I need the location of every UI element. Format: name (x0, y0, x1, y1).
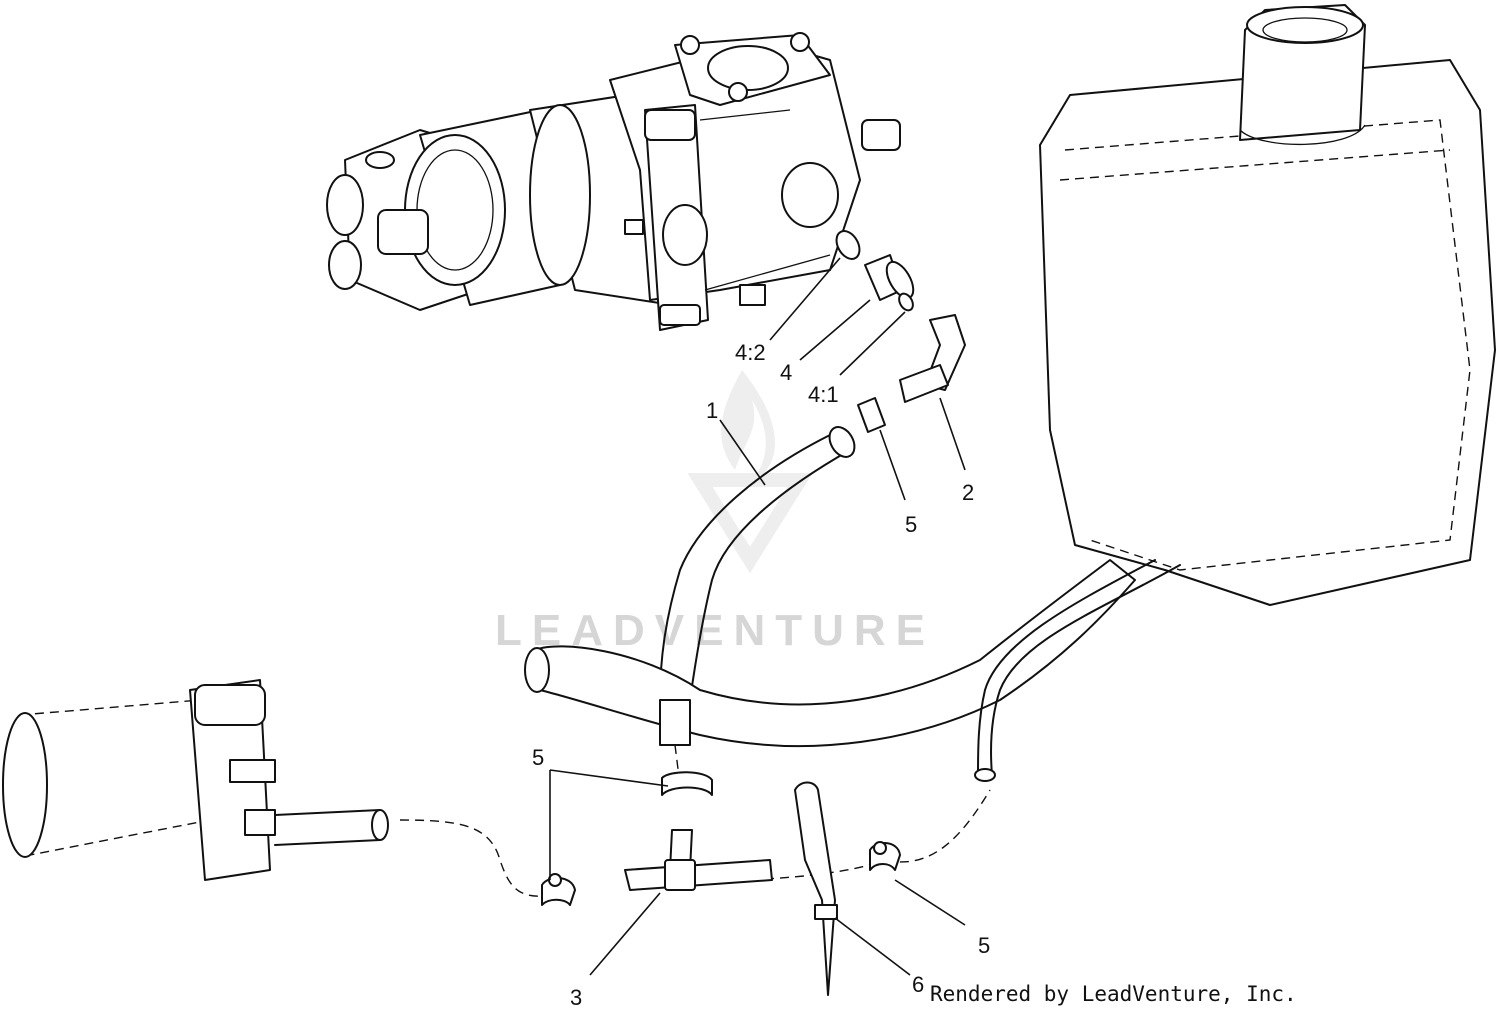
filter-canister (2, 679, 389, 881)
callout-2: 2 (962, 480, 974, 505)
hose-assembly (399, 426, 1181, 897)
callout-1: 1 (706, 398, 718, 423)
callout-5-upper-clamp: 5 (532, 745, 544, 770)
fittings-assembly (835, 230, 966, 433)
callout-labels: 4:2 4 4:1 1 2 5 5 5 3 6 (532, 340, 990, 1010)
callout-4-1: 4:1 (808, 382, 839, 407)
o-ring-large (835, 230, 861, 260)
lower-fittings (541, 771, 901, 996)
callout-5-fitting: 5 (905, 512, 917, 537)
hose-clamp-t (661, 771, 713, 796)
watermark-flame-logo (687, 370, 813, 574)
t-fitting (624, 859, 773, 891)
callout-5-right-clamp: 5 (978, 933, 990, 958)
hydraulic-pump-assembly (326, 32, 901, 331)
callout-4: 4 (780, 360, 792, 385)
leader-lines (549, 257, 966, 976)
callout-6: 6 (912, 972, 924, 997)
hydraulic-tank (1039, 4, 1496, 606)
hose-clamp-upper (857, 397, 886, 433)
callout-4-2: 4:2 (735, 340, 766, 365)
callout-3: 3 (570, 985, 582, 1010)
render-credit: Rendered by LeadVenture, Inc. (930, 982, 1297, 1006)
o-ring-small (898, 292, 914, 312)
cable-tie (794, 781, 836, 996)
